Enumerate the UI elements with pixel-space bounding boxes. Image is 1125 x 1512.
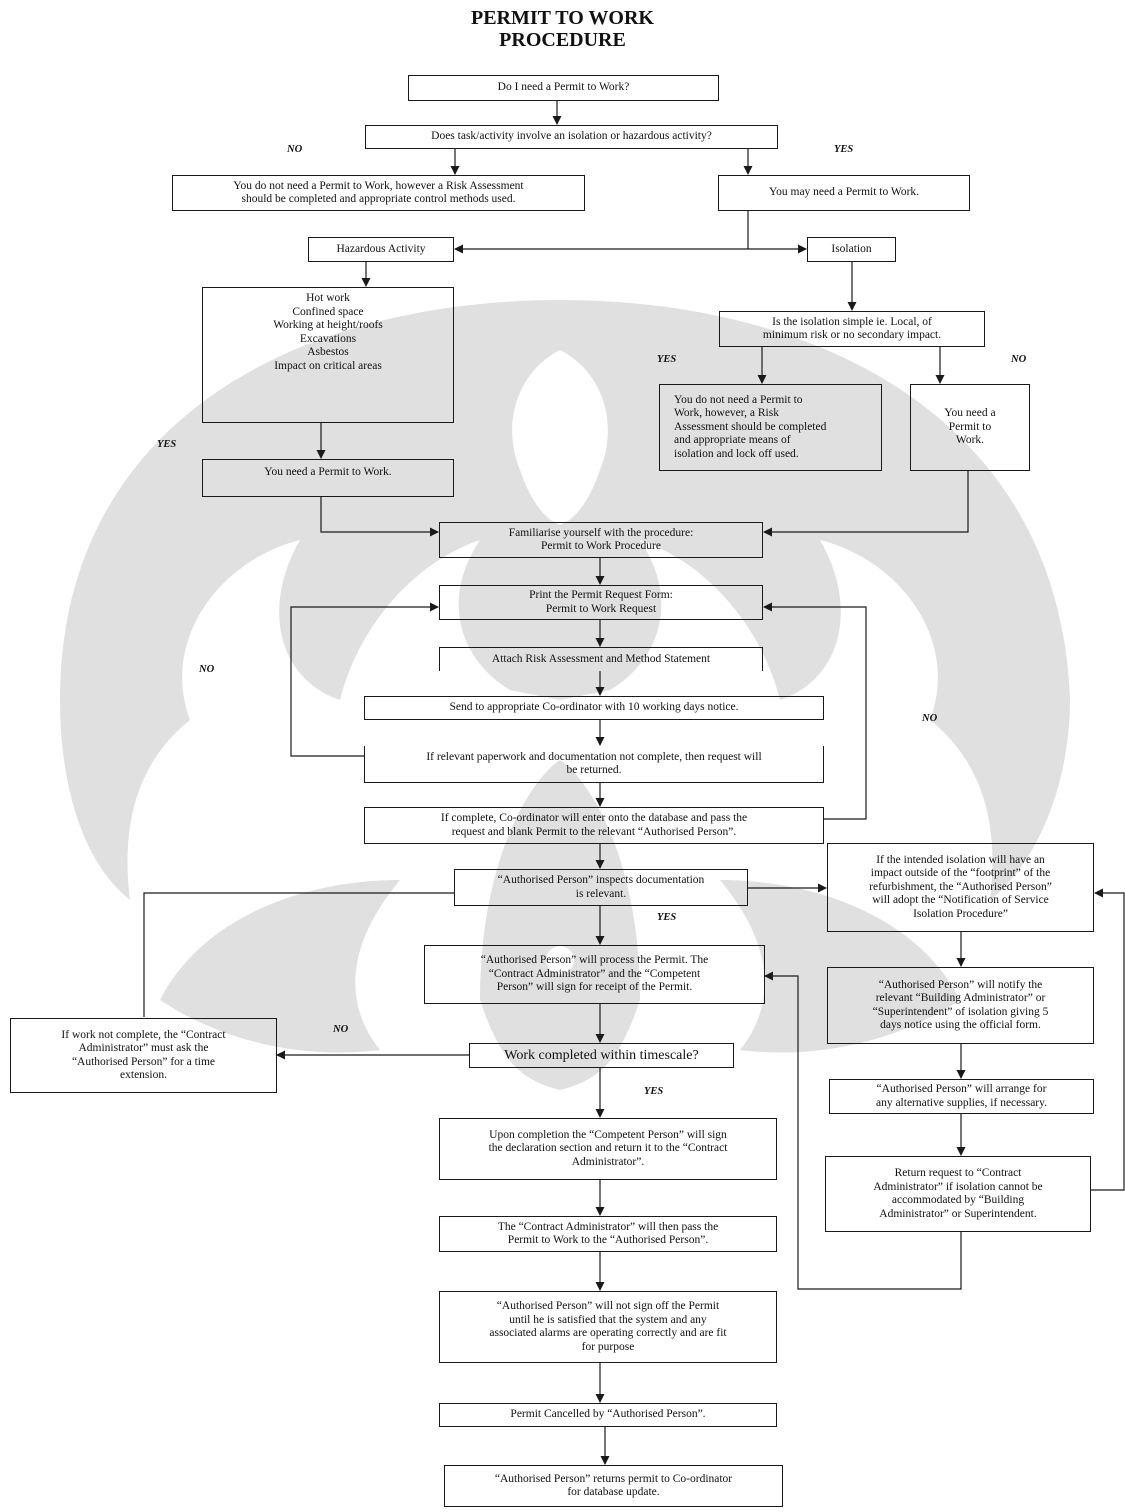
box-returns-to-coordinator: “Authorised Person” returns permit to Co… <box>444 1465 783 1507</box>
connector <box>763 602 867 820</box>
box-paperwork-incomplete: If relevant paperwork and documentation … <box>364 746 824 783</box>
connector <box>320 497 439 537</box>
box-text: Hazardous Activity <box>336 242 426 255</box>
box-print-request-form: Print the Permit Request Form: Permit to… <box>439 585 763 620</box>
box-process-permit: “Authorised Person” will process the Per… <box>424 945 765 1004</box>
box-text: The “Contract Administrator” will then p… <box>497 1220 719 1247</box>
box-return-request: Return request to “Contract Administrato… <box>825 1156 1091 1232</box>
box-text: Attach Risk Assessment and Method Statem… <box>491 652 711 665</box>
box-text: You do not need a Permit to Work, howeve… <box>674 393 827 460</box>
box-work-not-complete: If work not complete, the “Contract Admi… <box>10 1018 277 1093</box>
box-footprint-impact: If the intended isolation will have an i… <box>827 843 1094 932</box>
box-inspects-documentation: “Authorised Person” inspects documentati… <box>454 869 748 906</box>
box-text: You may need a Permit to Work. <box>768 186 920 199</box>
box-text: You need a Permit to Work. <box>944 407 996 447</box>
box-text: “Authorised Person” will process the Per… <box>480 954 709 994</box>
page-title: PERMIT TO WORK PROCEDURE <box>0 7 1125 51</box>
box-text: Upon completion the “Competent Person” w… <box>488 1128 728 1168</box>
title-line-2: PROCEDURE <box>499 29 626 51</box>
box-hazardous-activity: Hazardous Activity <box>308 237 454 262</box>
box-need-permit-left: You need a Permit to Work. <box>202 459 454 497</box>
box-permit-cancelled: Permit Cancelled by “Authorised Person”. <box>439 1403 777 1427</box>
box-complete-enter-database: If complete, Co-ordinator will enter ont… <box>364 807 824 844</box>
box-text: Permit Cancelled by “Authorised Person”. <box>510 1408 706 1421</box>
box-text: “Authorised Person” inspects documentati… <box>497 874 705 900</box>
connector <box>290 602 439 757</box>
label-yes-hazard: YES <box>157 439 177 450</box>
box-not-sign-off: “Authorised Person” will not sign off th… <box>439 1291 777 1363</box>
box-text: If the intended isolation will have an i… <box>869 853 1052 920</box>
box-need-permit-right: You need a Permit to Work. <box>910 384 1030 471</box>
box-text: You do not need a Permit to Work, howeve… <box>233 179 524 206</box>
box-text: If complete, Co-ordinator will enter ont… <box>440 812 748 838</box>
box-notify-building-admin: “Authorised Person” will notify the rele… <box>827 967 1094 1044</box>
box-isolation-hazard-question: Does task/activity involve an isolation … <box>365 125 778 149</box>
box-no-permit-risk-assessment: You do not need a Permit to Work, howeve… <box>172 175 585 211</box>
box-hazard-activity-list: Hot work Confined space Working at heigh… <box>202 287 454 423</box>
box-text: If work not complete, the “Contract Admi… <box>61 1028 226 1082</box>
box-text: Is the isolation simple ie. Local, of mi… <box>762 315 942 342</box>
box-isolation-simple-question: Is the isolation simple ie. Local, of mi… <box>719 311 985 347</box>
box-send-to-coordinator: Send to appropriate Co-ordinator with 10… <box>364 696 824 720</box>
label-no-loop-right: NO <box>922 713 938 724</box>
box-work-completed-question: Work completed within timescale? <box>469 1043 734 1068</box>
label-yes-inspect: YES <box>657 912 677 923</box>
box-text: “Authorised Person” will not sign off th… <box>489 1300 727 1353</box>
box-text: Print the Permit Request Form: Permit to… <box>529 589 673 615</box>
box-text: Familiarise yourself with the procedure:… <box>508 526 694 553</box>
box-text: “Authorised Person” will arrange for any… <box>875 1083 1048 1109</box>
title-line-1: PERMIT TO WORK <box>470 7 654 29</box>
label-no-work: NO <box>333 1024 349 1035</box>
label-yes-top: YES <box>834 144 854 155</box>
connector <box>1091 888 1125 1191</box>
label-no-top: NO <box>287 144 303 155</box>
box-text: Isolation <box>831 242 872 255</box>
box-familiarise-procedure: Familiarise yourself with the procedure:… <box>439 522 763 558</box>
label-yes-isolation: YES <box>657 354 677 365</box>
box-text: Work completed within timescale? <box>504 1047 699 1063</box>
connector <box>764 971 962 1290</box>
box-attach-risk-assessment: Attach Risk Assessment and Method Statem… <box>439 647 763 671</box>
box-no-permit-isolation: You do not need a Permit to Work, howeve… <box>659 384 882 471</box>
box-text: Do I need a Permit to Work? <box>497 81 630 94</box>
box-need-permit-question: Do I need a Permit to Work? <box>408 75 719 101</box>
connector <box>143 892 454 1017</box>
box-text: Hot work Confined space Working at heigh… <box>273 292 383 372</box>
box-text: “Authorised Person” will notify the rele… <box>872 978 1049 1032</box>
label-no-isolation: NO <box>1011 354 1027 365</box>
box-competent-person-sign: Upon completion the “Competent Person” w… <box>439 1118 777 1180</box>
box-alternative-supplies: “Authorised Person” will arrange for any… <box>829 1079 1094 1114</box>
box-text: Return request to “Contract Administrato… <box>873 1167 1043 1220</box>
box-contract-admin-pass: The “Contract Administrator” will then p… <box>439 1216 777 1252</box>
connector <box>763 471 969 537</box>
box-text: Does task/activity involve an isolation … <box>431 130 712 143</box>
box-text: “Authorised Person” returns permit to Co… <box>494 1472 733 1499</box>
label-no-loop-left: NO <box>199 664 215 675</box>
box-text: If relevant paperwork and documentation … <box>426 750 762 777</box>
label-yes-work: YES <box>644 1086 664 1097</box>
box-text: You need a Permit to Work. <box>264 466 392 478</box>
box-may-need-permit: You may need a Permit to Work. <box>718 175 970 211</box>
box-isolation: Isolation <box>807 237 896 262</box>
box-text: Send to appropriate Co-ordinator with 10… <box>449 701 739 714</box>
